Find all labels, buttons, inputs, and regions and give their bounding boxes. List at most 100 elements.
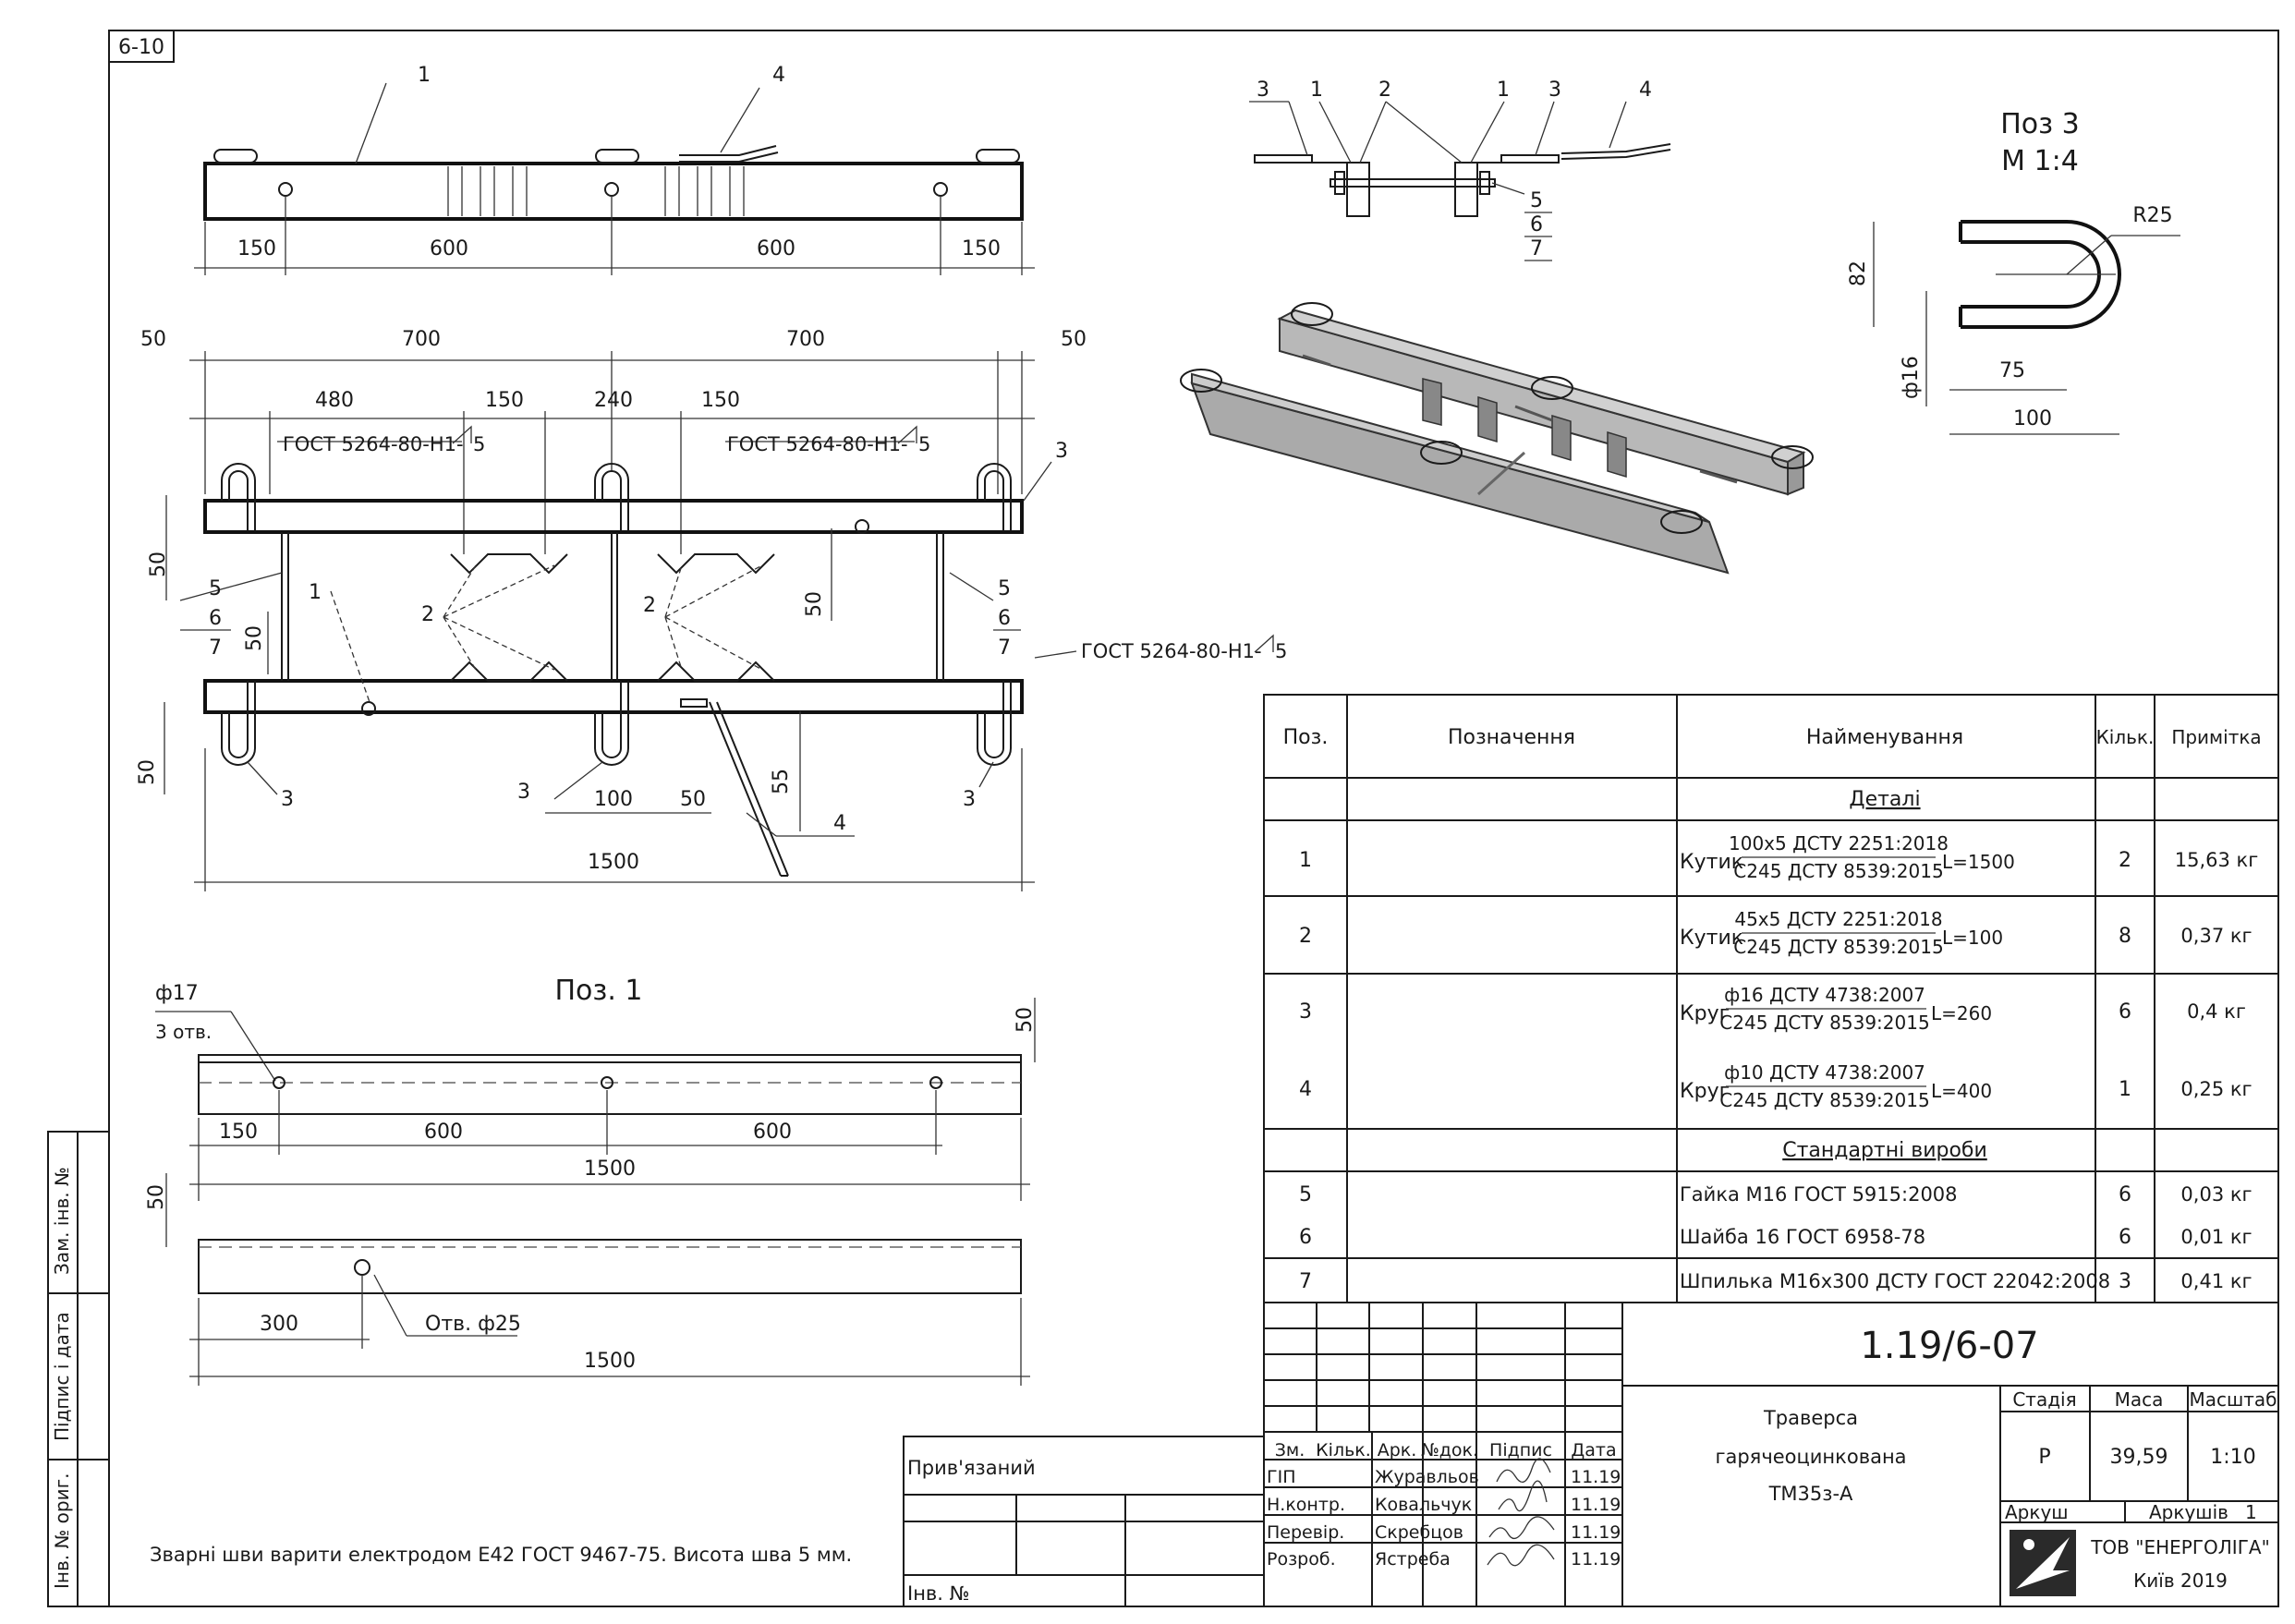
stamp-sign-date: Підпис і дата	[51, 1312, 73, 1441]
tb-role-1-person: Журавльов	[1375, 1467, 1479, 1487]
spec-row-3-len: L=260	[1931, 1002, 1992, 1024]
spec-std-5-qty: 6	[2119, 1183, 2131, 1206]
spec-row-3-den: С245 ДСТУ 8539:2015	[1719, 1012, 1929, 1034]
detail1-dim-600a: 600	[424, 1121, 463, 1144]
plan-label-4: 4	[833, 812, 846, 835]
top-dim-1: 150	[237, 237, 276, 261]
detail1-dim-150: 150	[219, 1121, 258, 1144]
sec-label-3a: 3	[1257, 79, 1269, 102]
detail-3: Поз 3 М 1:4 R25 82 ф16 75 100	[1847, 108, 2180, 435]
sec-label-1b: 1	[1497, 79, 1510, 102]
tb-mass: 39,59	[2110, 1446, 2168, 1469]
spec-section-standard: Стандартні вироби	[1782, 1139, 1987, 1162]
spec-row-4-note: 0,25 кг	[2180, 1078, 2252, 1100]
stamp-repl-inv: Зам. інв. №	[51, 1167, 73, 1275]
detail3-radius: R25	[2132, 204, 2172, 227]
weld-note-2-size: 5	[918, 433, 930, 455]
tb-stage: Р	[2038, 1446, 2050, 1469]
tb-scale-header: Масштаб	[2189, 1388, 2277, 1411]
detail1-bottom-offset: 300	[260, 1313, 298, 1336]
tb-col-qty: Кільк.	[1316, 1440, 1371, 1460]
tb-role-4-role: Розроб.	[1267, 1549, 1336, 1569]
tb-role-1-role: ГІП	[1267, 1467, 1295, 1487]
sec-label-7: 7	[1530, 237, 1543, 261]
detail1-bottom-total: 1500	[584, 1350, 636, 1373]
weld-note-3: ГОСТ 5264-80-Н1-	[1081, 640, 1262, 662]
spec-section-details: Деталі	[1849, 788, 1920, 811]
sec-label-4: 4	[1639, 79, 1652, 102]
spec-header-note: Примітка	[2171, 726, 2261, 748]
spec-std-7-pos: 7	[1299, 1270, 1312, 1293]
spec-header-name: Найменування	[1806, 726, 1963, 749]
plan-label-6-right: 6	[998, 607, 1011, 630]
detail1-bottom-hole: Отв. ф25	[425, 1313, 521, 1336]
tb-role-1: ГІП Журавльов 11.19	[1267, 1458, 1621, 1487]
attached-label: Прив'язаний	[907, 1457, 1036, 1479]
plan-sub-dim-4: 150	[701, 389, 740, 412]
spec-row-2-den: С245 ДСТУ 8539:2015	[1733, 936, 1943, 958]
plan-label-3-right: 3	[1055, 440, 1068, 463]
spec-header-qty: Кільк.	[2096, 726, 2155, 748]
signature-1	[1496, 1458, 1551, 1484]
sec-label-3b: 3	[1548, 79, 1561, 102]
tb-sheet-label: Аркуш	[2005, 1501, 2069, 1523]
signature-3	[1488, 1516, 1555, 1540]
plan-bot-dim-1500: 1500	[588, 851, 639, 874]
spec-header-pos: Поз.	[1283, 726, 1329, 749]
spec-row-3-qty: 6	[2119, 1000, 2131, 1024]
stamp-inv-orig: Інв. № ориг.	[51, 1473, 73, 1589]
spec-row-2-len: L=100	[1942, 927, 2003, 949]
plan-top-dim-3: 700	[786, 328, 825, 351]
spec-row-1-prefix: Кутик	[1680, 851, 1743, 874]
plan-sub-dim-3: 240	[594, 389, 633, 412]
spec-row-2-qty: 8	[2119, 925, 2131, 948]
spec-row-1-len: L=1500	[1942, 851, 2015, 873]
plan-label-3-br: 3	[963, 788, 976, 811]
detail1-dim-600b: 600	[753, 1121, 792, 1144]
signature-4	[1487, 1544, 1555, 1567]
plan-bot-dim-50: 50	[680, 788, 706, 811]
inv-label: Інв. №	[907, 1582, 970, 1605]
detail3-title: Поз 3	[2000, 108, 2080, 140]
weld-note-2: ГОСТ 5264-80-Н1-	[727, 433, 908, 455]
spec-std-7-note: 0,41 кг	[2180, 1270, 2252, 1292]
spec-header-designation: Позначення	[1448, 726, 1575, 749]
spec-std-6-note: 0,01 кг	[2180, 1226, 2252, 1248]
tb-role-3: Перевір. Скребцов 11.19	[1267, 1516, 1621, 1543]
spec-std-7-qty: 3	[2119, 1270, 2131, 1293]
tb-col-zm: Зм.	[1275, 1440, 1305, 1460]
top-label-1: 1	[418, 64, 431, 87]
spec-std-5-name: Гайка М16 ГОСТ 5915:2008	[1680, 1183, 1958, 1206]
plan-bot-dim-100: 100	[594, 788, 633, 811]
detail1-hole-count: 3 отв.	[155, 1021, 212, 1043]
plan-label-3-bm: 3	[517, 781, 530, 804]
detail3-dim-100: 100	[2013, 407, 2052, 430]
tb-city: Київ 2019	[2133, 1569, 2228, 1592]
tb-mass-header: Маса	[2115, 1388, 2164, 1411]
plan-label-6-left: 6	[209, 607, 222, 630]
tb-name-line-2: гарячеоцинкована	[1715, 1446, 1906, 1468]
tb-role-2-date: 11.19	[1571, 1495, 1621, 1515]
tb-name-line-1: Траверса	[1763, 1407, 1858, 1429]
plan-side-dim-4: 50	[136, 759, 159, 785]
plan-bot-dim-55: 55	[770, 769, 793, 794]
outer-frame	[108, 30, 2279, 1607]
tb-col-sign: Підпис	[1489, 1440, 1552, 1460]
sec-label-5: 5	[1530, 189, 1543, 212]
tb-role-3-role: Перевір.	[1267, 1522, 1344, 1543]
spec-row-2-prefix: Кутик	[1680, 927, 1743, 950]
detail1-total: 1500	[584, 1157, 636, 1181]
plan-top-dim-2: 700	[402, 328, 441, 351]
detail1-hole-label: ф17	[155, 982, 199, 1005]
plan-top-dim-4: 50	[1061, 328, 1087, 351]
tb-sheets-count: 1	[2245, 1501, 2257, 1523]
tb-role-3-person: Скребцов	[1375, 1522, 1463, 1543]
sec-label-6: 6	[1530, 213, 1543, 236]
top-dim-3: 600	[757, 237, 795, 261]
top-dim-2: 600	[430, 237, 468, 261]
spec-row-4: 4 Круг ф10 ДСТУ 4738:2007 С245 ДСТУ 8539…	[1299, 1061, 2252, 1111]
spec-row-1-pos: 1	[1299, 849, 1312, 872]
plan-label-5-right: 5	[998, 577, 1011, 600]
spec-row-3-note: 0,4 кг	[2187, 1000, 2246, 1023]
